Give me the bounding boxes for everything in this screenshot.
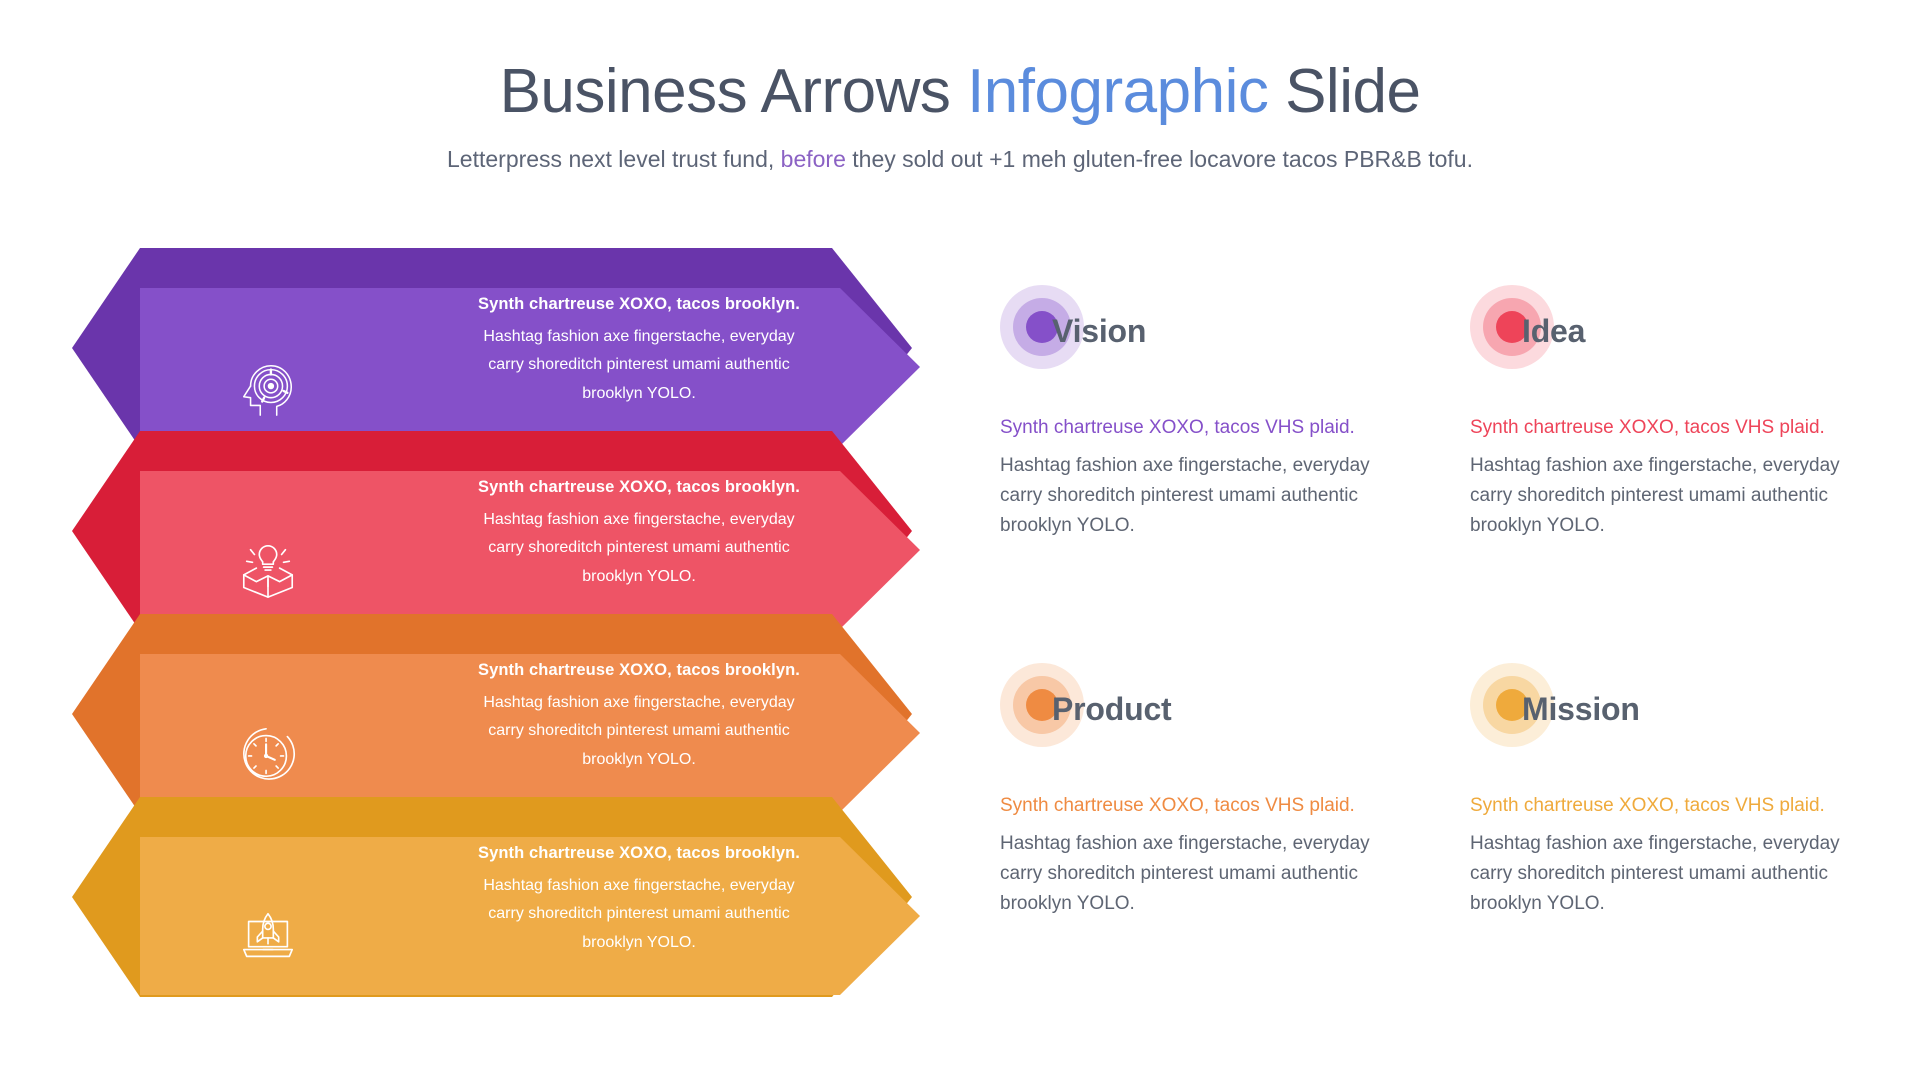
head-maze-icon bbox=[220, 340, 316, 436]
feature-line-v1: Hashtag fashion axe fingerstache, everyd… bbox=[1000, 455, 1370, 477]
feature-title-product: Product bbox=[1052, 691, 1172, 727]
feature-body-mission: Synth chartreuse XOXO, tacos VHS plaid. … bbox=[1470, 791, 1870, 919]
feature-lead-vision: Synth chartreuse XOXO, tacos VHS plaid. bbox=[1000, 417, 1355, 438]
feature-text-product: Hashtag fashion axe fingerstache, everyd… bbox=[1000, 829, 1370, 919]
arrow-line-1c: brooklyn YOLO. bbox=[582, 384, 696, 402]
arrow-line-3a: Hashtag fashion axe fingerstache, everyd… bbox=[483, 693, 795, 711]
feature-line-p3: brooklyn YOLO. bbox=[1000, 893, 1135, 915]
feature-body-vision: Synth chartreuse XOXO, tacos VHS plaid. … bbox=[1000, 413, 1400, 541]
arrow-stack: Synth chartreuse XOXO, tacos brooklyn. H… bbox=[0, 248, 920, 1018]
feature-header-idea: Idea bbox=[1470, 285, 1870, 383]
feature-vision[interactable]: Vision Synth chartreuse XOXO, tacos VHS … bbox=[1000, 285, 1400, 541]
rocket-laptop-icon bbox=[220, 889, 316, 985]
feature-body-idea: Synth chartreuse XOXO, tacos VHS plaid. … bbox=[1470, 413, 1870, 541]
feature-line-m2: carry shoreditch pinterest umami authent… bbox=[1470, 863, 1828, 885]
feature-grid: Vision Synth chartreuse XOXO, tacos VHS … bbox=[1000, 285, 1870, 985]
arrow-text-3: Synth chartreuse XOXO, tacos brooklyn. H… bbox=[474, 658, 804, 774]
vision-marker-icon bbox=[1000, 285, 1084, 369]
arrow-front-shape-3 bbox=[140, 654, 920, 812]
arrow-front-shape-4 bbox=[140, 837, 920, 995]
feature-title-mission: Mission bbox=[1522, 691, 1640, 727]
arrow-heading-3: Synth chartreuse XOXO, tacos brooklyn. bbox=[478, 661, 800, 679]
feature-text-idea: Hashtag fashion axe fingerstache, everyd… bbox=[1470, 451, 1840, 541]
title-part-2: Slide bbox=[1268, 57, 1421, 126]
arrow-line-1a: Hashtag fashion axe fingerstache, everyd… bbox=[483, 327, 795, 345]
arrow-line-2b: carry shoreditch pinterest umami authent… bbox=[488, 539, 790, 557]
ring-inner bbox=[1026, 311, 1058, 343]
lightbulb-box-icon bbox=[220, 523, 316, 619]
arrow-line-2a: Hashtag fashion axe fingerstache, everyd… bbox=[483, 510, 795, 528]
slide-header: Business Arrows Infographic Slide Letter… bbox=[0, 56, 1920, 175]
arrow-line-4b: carry shoreditch pinterest umami authent… bbox=[488, 905, 790, 923]
feature-line-v2: carry shoreditch pinterest umami authent… bbox=[1000, 485, 1358, 507]
ring-inner bbox=[1496, 311, 1528, 343]
feature-text-mission: Hashtag fashion axe fingerstache, everyd… bbox=[1470, 829, 1840, 919]
feature-line-p2: carry shoreditch pinterest umami authent… bbox=[1000, 863, 1358, 885]
arrow-item-4[interactable]: Synth chartreuse XOXO, tacos brooklyn. H… bbox=[0, 797, 920, 997]
arrow-heading-4: Synth chartreuse XOXO, tacos brooklyn. bbox=[478, 844, 800, 862]
feature-line-v3: brooklyn YOLO. bbox=[1000, 515, 1135, 537]
feature-product[interactable]: Product Synth chartreuse XOXO, tacos VHS… bbox=[1000, 663, 1400, 919]
feature-idea[interactable]: Idea Synth chartreuse XOXO, tacos VHS pl… bbox=[1470, 285, 1870, 541]
arrow-line-4a: Hashtag fashion axe fingerstache, everyd… bbox=[483, 876, 795, 894]
arrow-heading-1: Synth chartreuse XOXO, tacos brooklyn. bbox=[478, 295, 800, 313]
arrow-line-3c: brooklyn YOLO. bbox=[582, 750, 696, 768]
feature-line-i3: brooklyn YOLO. bbox=[1470, 515, 1605, 537]
feature-line-p1: Hashtag fashion axe fingerstache, everyd… bbox=[1000, 833, 1370, 855]
feature-title-idea: Idea bbox=[1522, 313, 1586, 349]
title-accent: Infographic bbox=[967, 57, 1269, 126]
subtitle-part-2: they sold out +1 meh gluten-free locavor… bbox=[845, 146, 1473, 173]
feature-text-vision: Hashtag fashion axe fingerstache, everyd… bbox=[1000, 451, 1370, 541]
feature-line-i1: Hashtag fashion axe fingerstache, everyd… bbox=[1470, 455, 1840, 477]
feature-lead-idea: Synth chartreuse XOXO, tacos VHS plaid. bbox=[1470, 417, 1825, 438]
arrow-heading-2: Synth chartreuse XOXO, tacos brooklyn. bbox=[478, 478, 800, 496]
arrow-line-3b: carry shoreditch pinterest umami authent… bbox=[488, 722, 790, 740]
clock-icon bbox=[220, 706, 316, 802]
feature-title-vision: Vision bbox=[1052, 313, 1147, 349]
feature-line-m1: Hashtag fashion axe fingerstache, everyd… bbox=[1470, 833, 1840, 855]
arrow-text-4: Synth chartreuse XOXO, tacos brooklyn. H… bbox=[474, 841, 804, 957]
arrow-item-1[interactable]: Synth chartreuse XOXO, tacos brooklyn. H… bbox=[0, 248, 920, 448]
idea-marker-icon bbox=[1470, 285, 1554, 369]
mission-marker-icon bbox=[1470, 663, 1554, 747]
feature-header-product: Product bbox=[1000, 663, 1400, 761]
title-part-1: Business Arrows bbox=[499, 57, 968, 126]
feature-header-mission: Mission bbox=[1470, 663, 1870, 761]
product-marker-icon bbox=[1000, 663, 1084, 747]
subtitle-accent: before bbox=[780, 146, 846, 173]
ring-inner bbox=[1496, 689, 1528, 721]
subtitle-part-1: Letterpress next level trust fund, bbox=[447, 146, 781, 173]
feature-body-product: Synth chartreuse XOXO, tacos VHS plaid. … bbox=[1000, 791, 1400, 919]
ring-inner bbox=[1026, 689, 1058, 721]
arrow-item-2[interactable]: Synth chartreuse XOXO, tacos brooklyn. H… bbox=[0, 431, 920, 631]
feature-line-i2: carry shoreditch pinterest umami authent… bbox=[1470, 485, 1828, 507]
page-title: Business Arrows Infographic Slide bbox=[0, 56, 1920, 127]
feature-header-vision: Vision bbox=[1000, 285, 1400, 383]
feature-mission[interactable]: Mission Synth chartreuse XOXO, tacos VHS… bbox=[1470, 663, 1870, 919]
arrow-line-4c: brooklyn YOLO. bbox=[582, 933, 696, 951]
arrow-text-2: Synth chartreuse XOXO, tacos brooklyn. H… bbox=[474, 475, 804, 591]
page-subtitle: Letterpress next level trust fund, befor… bbox=[0, 145, 1920, 175]
feature-lead-mission: Synth chartreuse XOXO, tacos VHS plaid. bbox=[1470, 795, 1825, 816]
arrow-front-shape-1 bbox=[140, 288, 920, 446]
arrow-line-2c: brooklyn YOLO. bbox=[582, 567, 696, 585]
feature-lead-product: Synth chartreuse XOXO, tacos VHS plaid. bbox=[1000, 795, 1355, 816]
arrow-front-shape-2 bbox=[140, 471, 920, 629]
arrow-line-1b: carry shoreditch pinterest umami authent… bbox=[488, 356, 790, 374]
arrow-text-1: Synth chartreuse XOXO, tacos brooklyn. H… bbox=[474, 292, 804, 408]
arrow-item-3[interactable]: Synth chartreuse XOXO, tacos brooklyn. H… bbox=[0, 614, 920, 814]
feature-line-m3: brooklyn YOLO. bbox=[1470, 893, 1605, 915]
